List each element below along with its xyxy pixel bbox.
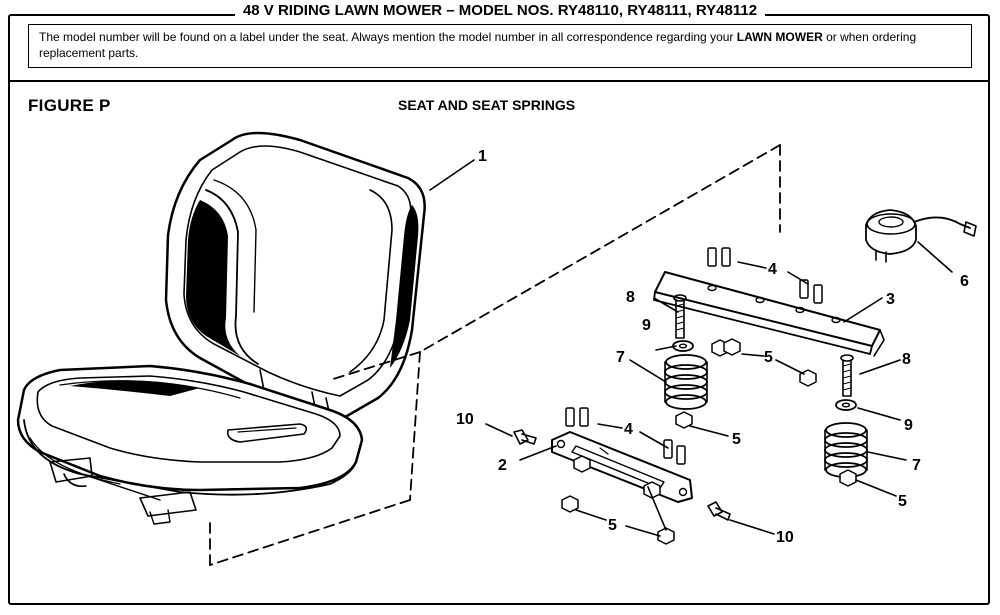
- callout-8-right: 8: [902, 351, 911, 368]
- spring-right: [824, 422, 868, 478]
- callout-7-right: 7: [912, 457, 921, 474]
- callout-10-left: 10: [456, 411, 474, 428]
- page-title: 48 V RIDING LAWN MOWER – MODEL NOS. RY48…: [0, 2, 1000, 20]
- screws-lower: [565, 407, 686, 465]
- shoulder-bolts: [513, 429, 731, 521]
- callout-3: 3: [886, 291, 895, 308]
- callout-9-right: 9: [904, 417, 913, 434]
- assembly-dashed-lines: [209, 144, 781, 566]
- callout-5-mid: 5: [732, 431, 741, 448]
- callout-10-right: 10: [776, 529, 794, 546]
- callout-4-lower: 4: [624, 421, 633, 438]
- lower-rail: [551, 431, 693, 503]
- seat-bracket: [653, 271, 885, 357]
- callout-5-right: 5: [898, 493, 907, 510]
- callout-5-upper: 5: [764, 349, 773, 366]
- header-divider: [8, 80, 990, 82]
- callout-9-left: 9: [642, 317, 651, 334]
- bolt-left: [673, 294, 687, 339]
- callout-labels: 1 2 3 4 4 5 5 5 5 6 7 7 8 8 9 9 10 10: [456, 148, 969, 546]
- seat-switch: [865, 209, 977, 263]
- nuts: [561, 338, 857, 545]
- figure-title: SEAT AND SEAT SPRINGS: [398, 97, 576, 113]
- callout-1: 1: [478, 148, 487, 165]
- callout-8-left: 8: [626, 289, 635, 306]
- bolt-right: [840, 354, 854, 397]
- leader-lines: [429, 159, 953, 537]
- washer-right: [835, 399, 857, 411]
- seat-assembly: [16, 131, 426, 525]
- model-number-notice: The model number will be found on a labe…: [28, 24, 972, 68]
- callout-7-left: 7: [616, 349, 625, 366]
- notice-emphasis: LAWN MOWER: [736, 30, 823, 44]
- screws-upper: [707, 247, 823, 304]
- callout-4-upper: 4: [768, 261, 777, 278]
- figure-label: FIGURE P: [28, 96, 111, 115]
- spring-left: [664, 354, 708, 410]
- callout-2: 2: [498, 457, 507, 474]
- callout-6: 6: [960, 273, 969, 290]
- callout-5-lower: 5: [608, 517, 617, 534]
